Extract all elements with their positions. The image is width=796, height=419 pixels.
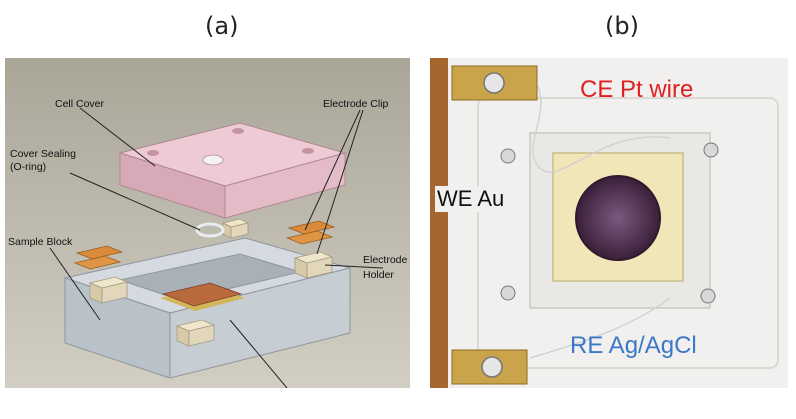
working-electrode-opening — [575, 175, 661, 261]
ce-clip — [451, 65, 538, 101]
ag-wire — [529, 297, 671, 359]
electrode-clips — [73, 220, 336, 270]
panel-a-label: (a) — [205, 12, 239, 40]
electrode-holders — [88, 218, 334, 347]
o-ring — [195, 222, 225, 238]
label-re-ag-agcl: RE Ag/AgCl — [570, 332, 697, 359]
re-clip — [451, 349, 528, 385]
cell-photo: CE Pt wire WE Au RE Ag/AgCl — [430, 58, 788, 388]
callout-cover-sealing: Cover Sealing — [10, 148, 76, 160]
pt-wire — [532, 85, 671, 173]
label-we-au: WE Au — [435, 186, 507, 212]
callout-sample-block: Sample Block — [8, 236, 73, 248]
callout-electrode: Electrode — [363, 254, 408, 266]
leader-lines — [49, 107, 384, 389]
screws — [500, 142, 719, 304]
callout-holder: Holder — [363, 269, 394, 281]
cell-exploded-diagram: Cell Cover Electrode Clip Cover Sealing … — [5, 58, 410, 389]
photo-b-svg — [430, 58, 788, 388]
frame-edge — [477, 97, 779, 369]
panel-b-label: (b) — [605, 12, 639, 40]
callout-cell-cover: Cell Cover — [55, 98, 105, 110]
callout-o-ring: (O-ring) — [10, 161, 47, 173]
label-ce-pt-wire: CE Pt wire — [580, 76, 694, 103]
sample-piece — [160, 282, 245, 311]
cell-cover — [118, 122, 347, 219]
sample-block — [63, 237, 352, 379]
callout-electrode-clip: Electrode Clip — [323, 98, 389, 110]
diagram-a-svg — [5, 58, 410, 389]
